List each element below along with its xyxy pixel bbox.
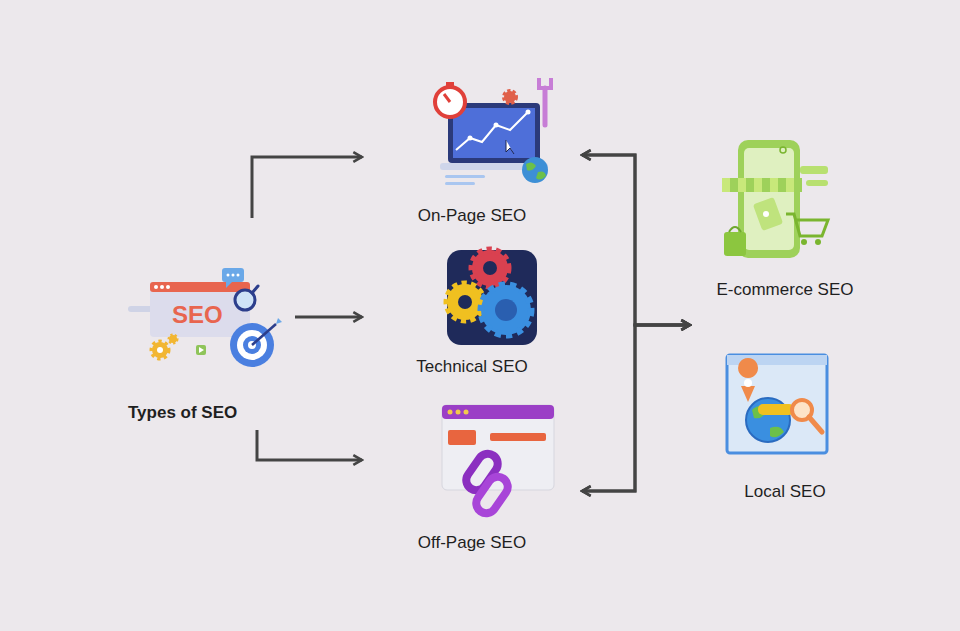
seo-type-node: Local SEO	[690, 324, 880, 509]
node-label: Technical SEO	[362, 357, 582, 377]
seo-type-node: Technical SEO	[362, 238, 582, 383]
connector-arrow	[582, 325, 690, 491]
seo-type-node: Off-Page SEO	[362, 400, 582, 560]
shop-icon	[722, 140, 828, 258]
node-label: Types of SEO	[120, 403, 295, 423]
seo-type-node: E-commerce SEO	[690, 120, 880, 326]
connector-arrow	[252, 157, 362, 218]
connector-arrow	[582, 155, 690, 325]
connector-arrow	[257, 430, 362, 460]
node-label: Off-Page SEO	[362, 533, 582, 553]
node-label: On-Page SEO	[362, 206, 582, 226]
seo-type-node: On-Page SEO	[362, 72, 582, 232]
gears-icon	[447, 250, 537, 345]
connector-arrow	[582, 325, 690, 491]
seo-icon	[128, 268, 282, 367]
node-label: E-commerce SEO	[690, 280, 880, 300]
local-icon	[727, 355, 827, 453]
link-icon	[442, 405, 554, 517]
connector-arrow	[295, 316, 362, 319]
icon-text: SEO	[172, 301, 223, 329]
connector-arrow	[582, 155, 690, 325]
node-label: Local SEO	[690, 482, 880, 502]
laptop-icon	[435, 78, 551, 185]
